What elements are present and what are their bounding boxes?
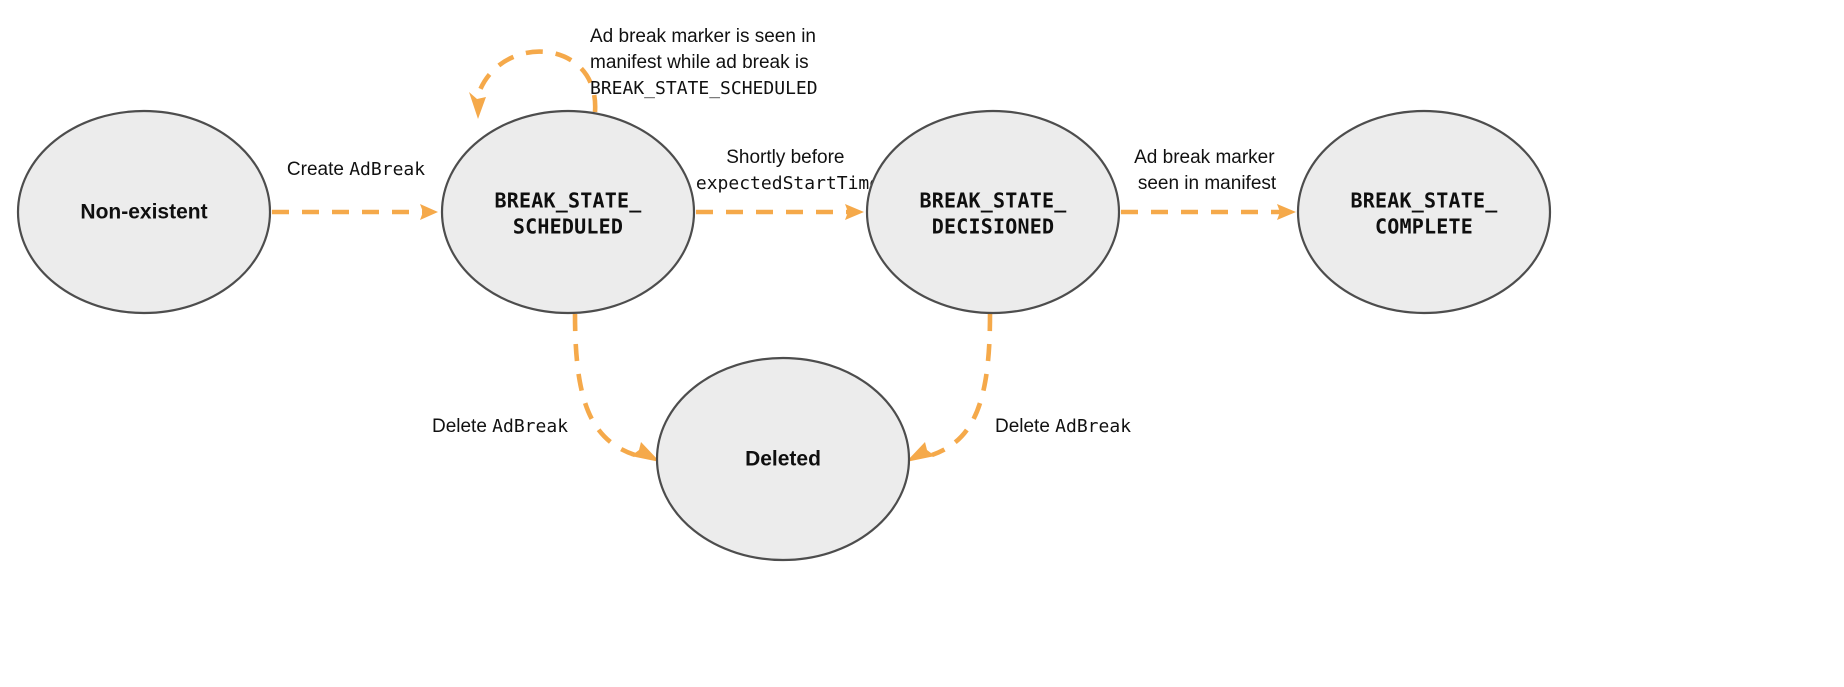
edge-create-adbreak-arrowhead [420,204,438,220]
node-break-state-scheduled-label-line2: SCHEDULED [513,215,623,239]
node-break-state-scheduled-shape [440,109,696,315]
edge-scheduled-to-decisioned-arrowhead [845,204,864,220]
edge-scheduled-to-decisioned[interactable]: Shortly before expectedStartTime [696,147,880,220]
node-break-state-scheduled[interactable]: BREAK_STATE_ SCHEDULED [440,109,696,315]
edge-scheduled-self-loop-label: Ad break marker is seen in manifest whil… [590,26,821,99]
node-non-existent-label: Non-existent [80,201,207,224]
node-break-state-complete[interactable]: BREAK_STATE_ COMPLETE [1296,109,1552,315]
node-break-state-scheduled-label-line1: BREAK_STATE_ [495,189,643,213]
node-break-state-decisioned[interactable]: BREAK_STATE_ DECISIONED [865,109,1121,315]
node-break-state-decisioned-shape [865,109,1121,315]
edge-create-adbreak[interactable]: Create AdBreak [272,159,438,220]
node-break-state-complete-shape [1296,109,1552,315]
edge-scheduled-to-decisioned-label: Shortly before expectedStartTime [696,147,880,194]
edge-scheduled-self-loop-arrowhead [469,92,486,119]
edge-scheduled-to-deleted-label: Delete AdBreak [432,416,568,437]
edge-scheduled-to-deleted-arrowhead [631,442,660,462]
edge-scheduled-to-deleted-path [572,313,636,458]
edge-scheduled-self-loop[interactable]: Ad break marker is seen in manifest whil… [469,26,821,119]
edge-scheduled-to-deleted[interactable]: Delete AdBreak [432,313,660,462]
edge-decisioned-to-deleted-path [931,313,993,458]
edge-decisioned-to-complete-label: Ad break marker seen in manifest [1134,147,1280,194]
node-non-existent-shape [16,109,272,315]
node-break-state-complete-label-line2: COMPLETE [1375,215,1473,239]
node-deleted-label: Deleted [745,448,821,471]
edge-scheduled-self-loop-path [477,49,598,113]
node-break-state-decisioned-label-line2: DECISIONED [932,215,1054,239]
node-break-state-complete-label-line1: BREAK_STATE_ [1351,189,1499,213]
node-break-state-decisioned-label-line1: BREAK_STATE_ [920,189,1068,213]
edge-decisioned-to-complete-arrowhead [1277,204,1296,220]
edge-create-adbreak-label: Create AdBreak [287,159,425,180]
edge-decisioned-to-deleted-arrowhead [906,442,935,462]
edge-decisioned-to-complete[interactable]: Ad break marker seen in manifest [1121,147,1296,220]
node-deleted-shape [655,356,911,562]
node-non-existent[interactable]: Non-existent [16,109,272,315]
edge-decisioned-to-deleted[interactable]: Delete AdBreak [906,313,1131,462]
node-deleted[interactable]: Deleted [655,356,911,562]
edge-decisioned-to-deleted-label: Delete AdBreak [995,416,1131,437]
